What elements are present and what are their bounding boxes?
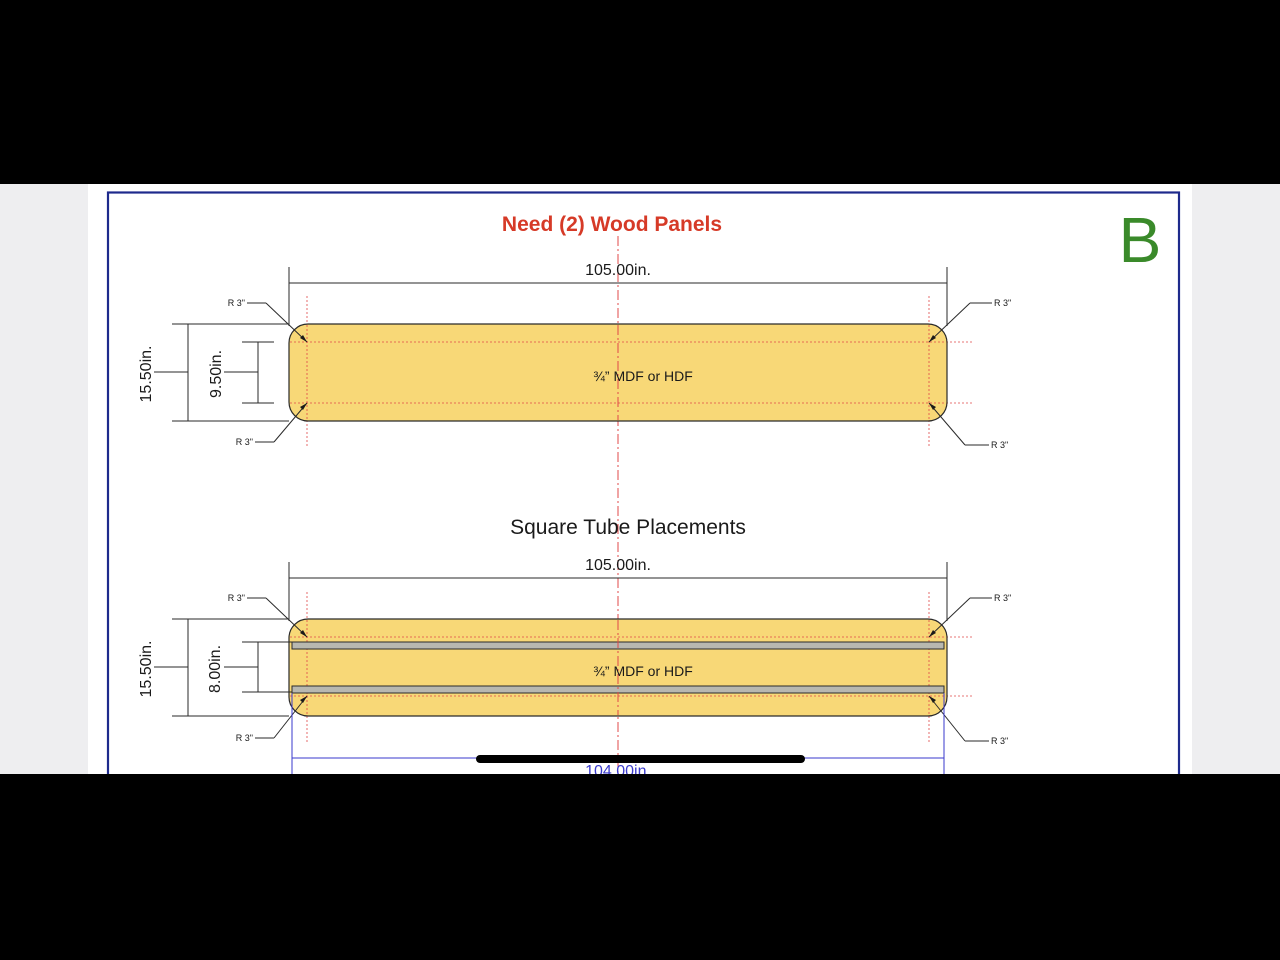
- technical-drawing: B Need (2) Wood Panels 105.00in. ¾”: [106, 191, 1181, 774]
- panel-width-label: 105.00in.: [585, 262, 651, 279]
- tube-width-label: 105.00in.: [585, 557, 651, 574]
- panel-radius-bl-label: R 3": [236, 437, 253, 447]
- tube-radius-leader-tr: [928, 597, 971, 638]
- tube-material-label: ¾” MDF or HDF: [593, 663, 693, 679]
- panel-view-title: Need (2) Wood Panels: [502, 213, 722, 236]
- tube-view: Square Tube Placements 105.00in. ¾” MDF …: [138, 516, 1011, 774]
- tube-radius-leader-tl: [265, 597, 308, 638]
- tube-arrow-br: [929, 696, 936, 703]
- panel-arrow-br: [929, 403, 936, 410]
- wood-panel-shape: [288, 323, 948, 422]
- tube-radius-br-label: R 3": [991, 736, 1008, 746]
- panel-radius-leader-tr: [928, 302, 971, 343]
- panel-arrow-tr: [929, 335, 936, 342]
- tube-inner-height-label: 8.00in.: [207, 645, 224, 693]
- tube-length-label: 104.00in.: [585, 763, 651, 774]
- tube-radius-leader-bl: [273, 695, 308, 739]
- panel-radius-leader-tl: [265, 302, 308, 343]
- tube-arrow-tr: [929, 630, 936, 637]
- panel-radius-br-label: R 3": [991, 440, 1008, 450]
- panel-material-label: ¾” MDF or HDF: [593, 368, 693, 384]
- tube-radius-tl-label: R 3": [228, 593, 245, 603]
- home-indicator-bar[interactable]: [476, 755, 805, 763]
- tube-radius-leader-br: [928, 695, 966, 742]
- document-viewport[interactable]: B Need (2) Wood Panels 105.00in. ¾”: [0, 184, 1280, 774]
- tube-arrow-bl: [300, 696, 307, 703]
- panel-radius-tl-label: R 3": [228, 298, 245, 308]
- tube-view-title: Square Tube Placements: [510, 516, 746, 539]
- panel-view: Need (2) Wood Panels 105.00in. ¾” MDF or…: [138, 213, 1011, 450]
- panel-radius-tr-label: R 3": [994, 298, 1011, 308]
- panel-arrow-bl: [300, 403, 307, 410]
- panel-radius-leader-br: [928, 402, 966, 446]
- sheet-letter: B: [1119, 204, 1162, 276]
- tube-radius-tr-label: R 3": [994, 593, 1011, 603]
- drawing-frame: [106, 191, 1181, 774]
- panel-height-label: 15.50in.: [138, 346, 155, 403]
- tube-height-label: 15.50in.: [138, 641, 155, 698]
- tube-arrow-tl: [300, 630, 307, 637]
- panel-radius-leader-bl: [273, 402, 308, 443]
- panel-inner-height-label: 9.50in.: [208, 350, 225, 398]
- tube-radius-bl-label: R 3": [236, 733, 253, 743]
- panel-arrow-tl: [300, 335, 307, 342]
